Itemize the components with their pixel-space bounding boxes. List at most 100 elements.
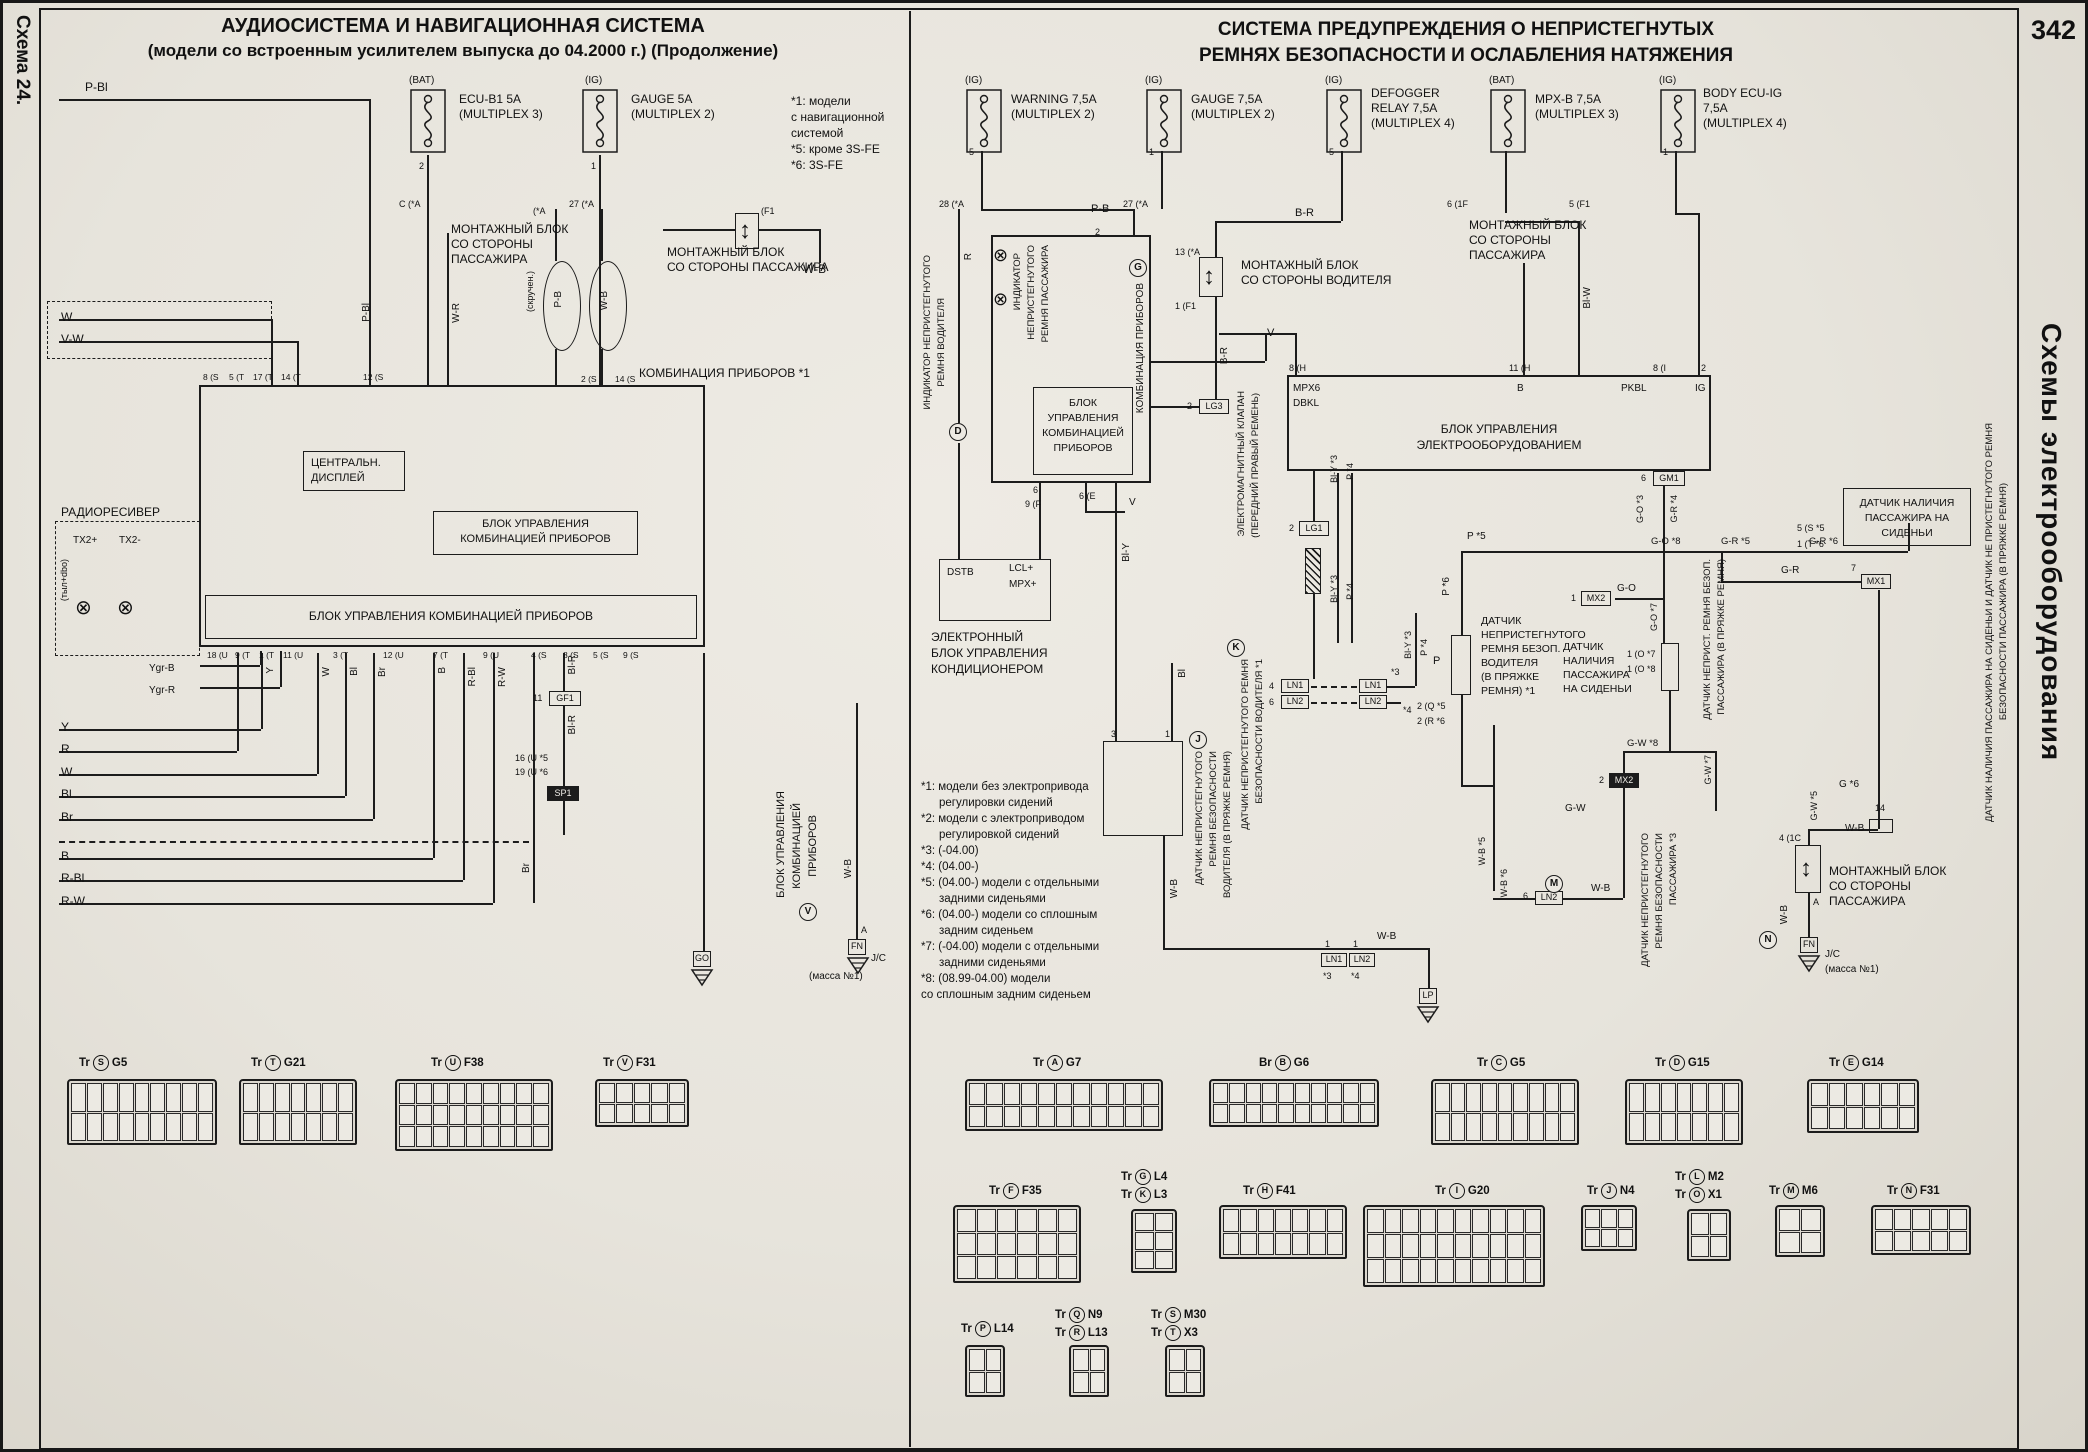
text-label: (MULTIPLEX 3) xyxy=(459,107,543,121)
connector-prefix: Br xyxy=(1259,1057,1272,1069)
text-label: ДАТЧИК xyxy=(1563,641,1604,653)
connector-prefix: Tr xyxy=(1587,1185,1598,1197)
connector-pin-cell xyxy=(274,1112,290,1141)
connector-pin-cell xyxy=(533,1104,549,1126)
connector-pin-cell xyxy=(134,1112,150,1141)
connector-pin-cell xyxy=(449,1126,466,1147)
connector-pin-cell xyxy=(599,1083,616,1103)
wire-line xyxy=(271,319,273,385)
wire-line xyxy=(280,651,282,687)
connector-pinout-diagram xyxy=(1807,1079,1919,1133)
text-label: Bl xyxy=(61,787,72,801)
text-label: 1 (O *7 xyxy=(1627,649,1656,659)
buckle-switch-box xyxy=(1451,635,1471,695)
connector-code-box: MX2 xyxy=(1609,773,1639,788)
connector-letter-circle: N xyxy=(1900,1183,1917,1199)
connector-pin-cell xyxy=(1384,1209,1401,1233)
text-label: 5 (S xyxy=(593,650,609,660)
text-label: R-Bl xyxy=(61,871,85,885)
connector-pin-cell xyxy=(432,1104,449,1126)
text-label: регулировки сидений xyxy=(939,797,1053,809)
connector-pinout-diagram xyxy=(1871,1205,1971,1255)
connector-letter-circle: T xyxy=(264,1055,281,1071)
wire-line xyxy=(563,653,565,691)
connector-pin-cell xyxy=(1472,1234,1489,1258)
connector-pinout-diagram xyxy=(395,1079,553,1151)
ground-icon xyxy=(690,969,714,987)
connector-prefix: Tr xyxy=(1151,1309,1162,1321)
wire-label: G-O *7 xyxy=(1649,603,1659,632)
connector-pin-cell xyxy=(1003,1105,1021,1127)
connector-pin-cell xyxy=(1142,1083,1159,1105)
connector-pin-cell xyxy=(1142,1105,1159,1127)
connector-pin-cell xyxy=(986,1083,1003,1105)
connector-pin-cell xyxy=(1949,1230,1967,1251)
text-label: 2 xyxy=(1095,227,1101,237)
wire-line xyxy=(601,349,603,385)
connector-letter-circle: T xyxy=(1164,1325,1181,1341)
connector-pin-cell xyxy=(449,1104,466,1126)
text-label: *5: кроме 3S-FE xyxy=(791,142,880,156)
wire-line xyxy=(427,209,429,385)
connector-pin-cell xyxy=(1724,1112,1739,1141)
text-label: 4 xyxy=(1269,681,1275,691)
connector-pin-cell xyxy=(1529,1112,1544,1141)
connector-pin-cell xyxy=(633,1103,651,1123)
wire-line xyxy=(703,653,705,951)
connector-pin-cell xyxy=(1367,1259,1384,1283)
connector-pinout-diagram xyxy=(1069,1345,1109,1397)
connector-pin-cell xyxy=(1359,1103,1375,1123)
connector-pin-cell xyxy=(1560,1083,1575,1112)
text-label: (MULTIPLEX 2) xyxy=(1191,107,1275,121)
connector-pin-cell xyxy=(957,1256,977,1279)
text-label: G-R xyxy=(1781,565,1800,576)
connector-pin-cell xyxy=(1327,1103,1343,1123)
connector-pin-cell xyxy=(466,1104,482,1126)
connector-pin-cell xyxy=(516,1083,533,1104)
connector-pin-cell xyxy=(1245,1103,1261,1123)
connector-pin-cell xyxy=(482,1126,499,1147)
wire-line xyxy=(1219,333,1295,335)
connector-letter-circle: M xyxy=(1782,1183,1799,1199)
text-label: *3 xyxy=(1391,667,1400,677)
wire-label: W-B *6 xyxy=(1499,869,1509,898)
connector-pinout-diagram xyxy=(953,1205,1081,1283)
text-label: 9 (F xyxy=(1025,499,1042,509)
wire-line xyxy=(958,209,960,423)
text-label: 2 xyxy=(1187,401,1193,411)
connector-pin-cell xyxy=(969,1371,985,1393)
twisted-pair-icon xyxy=(543,261,581,351)
connector-name: F35 xyxy=(1021,1185,1042,1197)
wire-label: РЕМНЯ ПАССАЖИРА xyxy=(1040,245,1051,343)
wire-line xyxy=(1085,483,1087,511)
connector-prefix: Tr xyxy=(1121,1189,1132,1201)
text-label: 2 xyxy=(1599,775,1605,785)
connector-pin-cell xyxy=(415,1083,432,1104)
wire-line xyxy=(533,653,535,903)
wire-line xyxy=(1878,590,1880,829)
text-label: *5: (04.00-) модели с отдельными xyxy=(921,877,1100,889)
wire-label: КОМБИНАЦИЯ ПРИБОРОВ xyxy=(1135,283,1146,414)
connector-pin-cell xyxy=(1629,1083,1644,1112)
wire-line xyxy=(1698,213,1700,375)
wire-label: B-R xyxy=(1219,347,1230,365)
connector-letter-circle: C xyxy=(1490,1055,1507,1071)
text-label: WARNING 7,5A xyxy=(1011,92,1097,106)
connector-pin-cell xyxy=(977,1256,997,1279)
fuse-icon xyxy=(1141,89,1187,153)
wire-label: ПАССАЖИРА (В ПРЯЖКЕ РЕМНЯ) xyxy=(1716,559,1727,715)
connector-pin-cell xyxy=(1384,1259,1401,1283)
connector-pin-cell xyxy=(1513,1112,1528,1141)
connector-pinout-diagram xyxy=(965,1345,1005,1397)
connector-letter-circle: I xyxy=(1448,1183,1465,1199)
connector-name: F41 xyxy=(1275,1185,1296,1197)
wire-line xyxy=(1387,702,1401,704)
connector-letter-circle: V xyxy=(616,1055,633,1071)
wire-label: Br xyxy=(521,863,532,873)
connector-pinout-diagram xyxy=(67,1079,217,1145)
